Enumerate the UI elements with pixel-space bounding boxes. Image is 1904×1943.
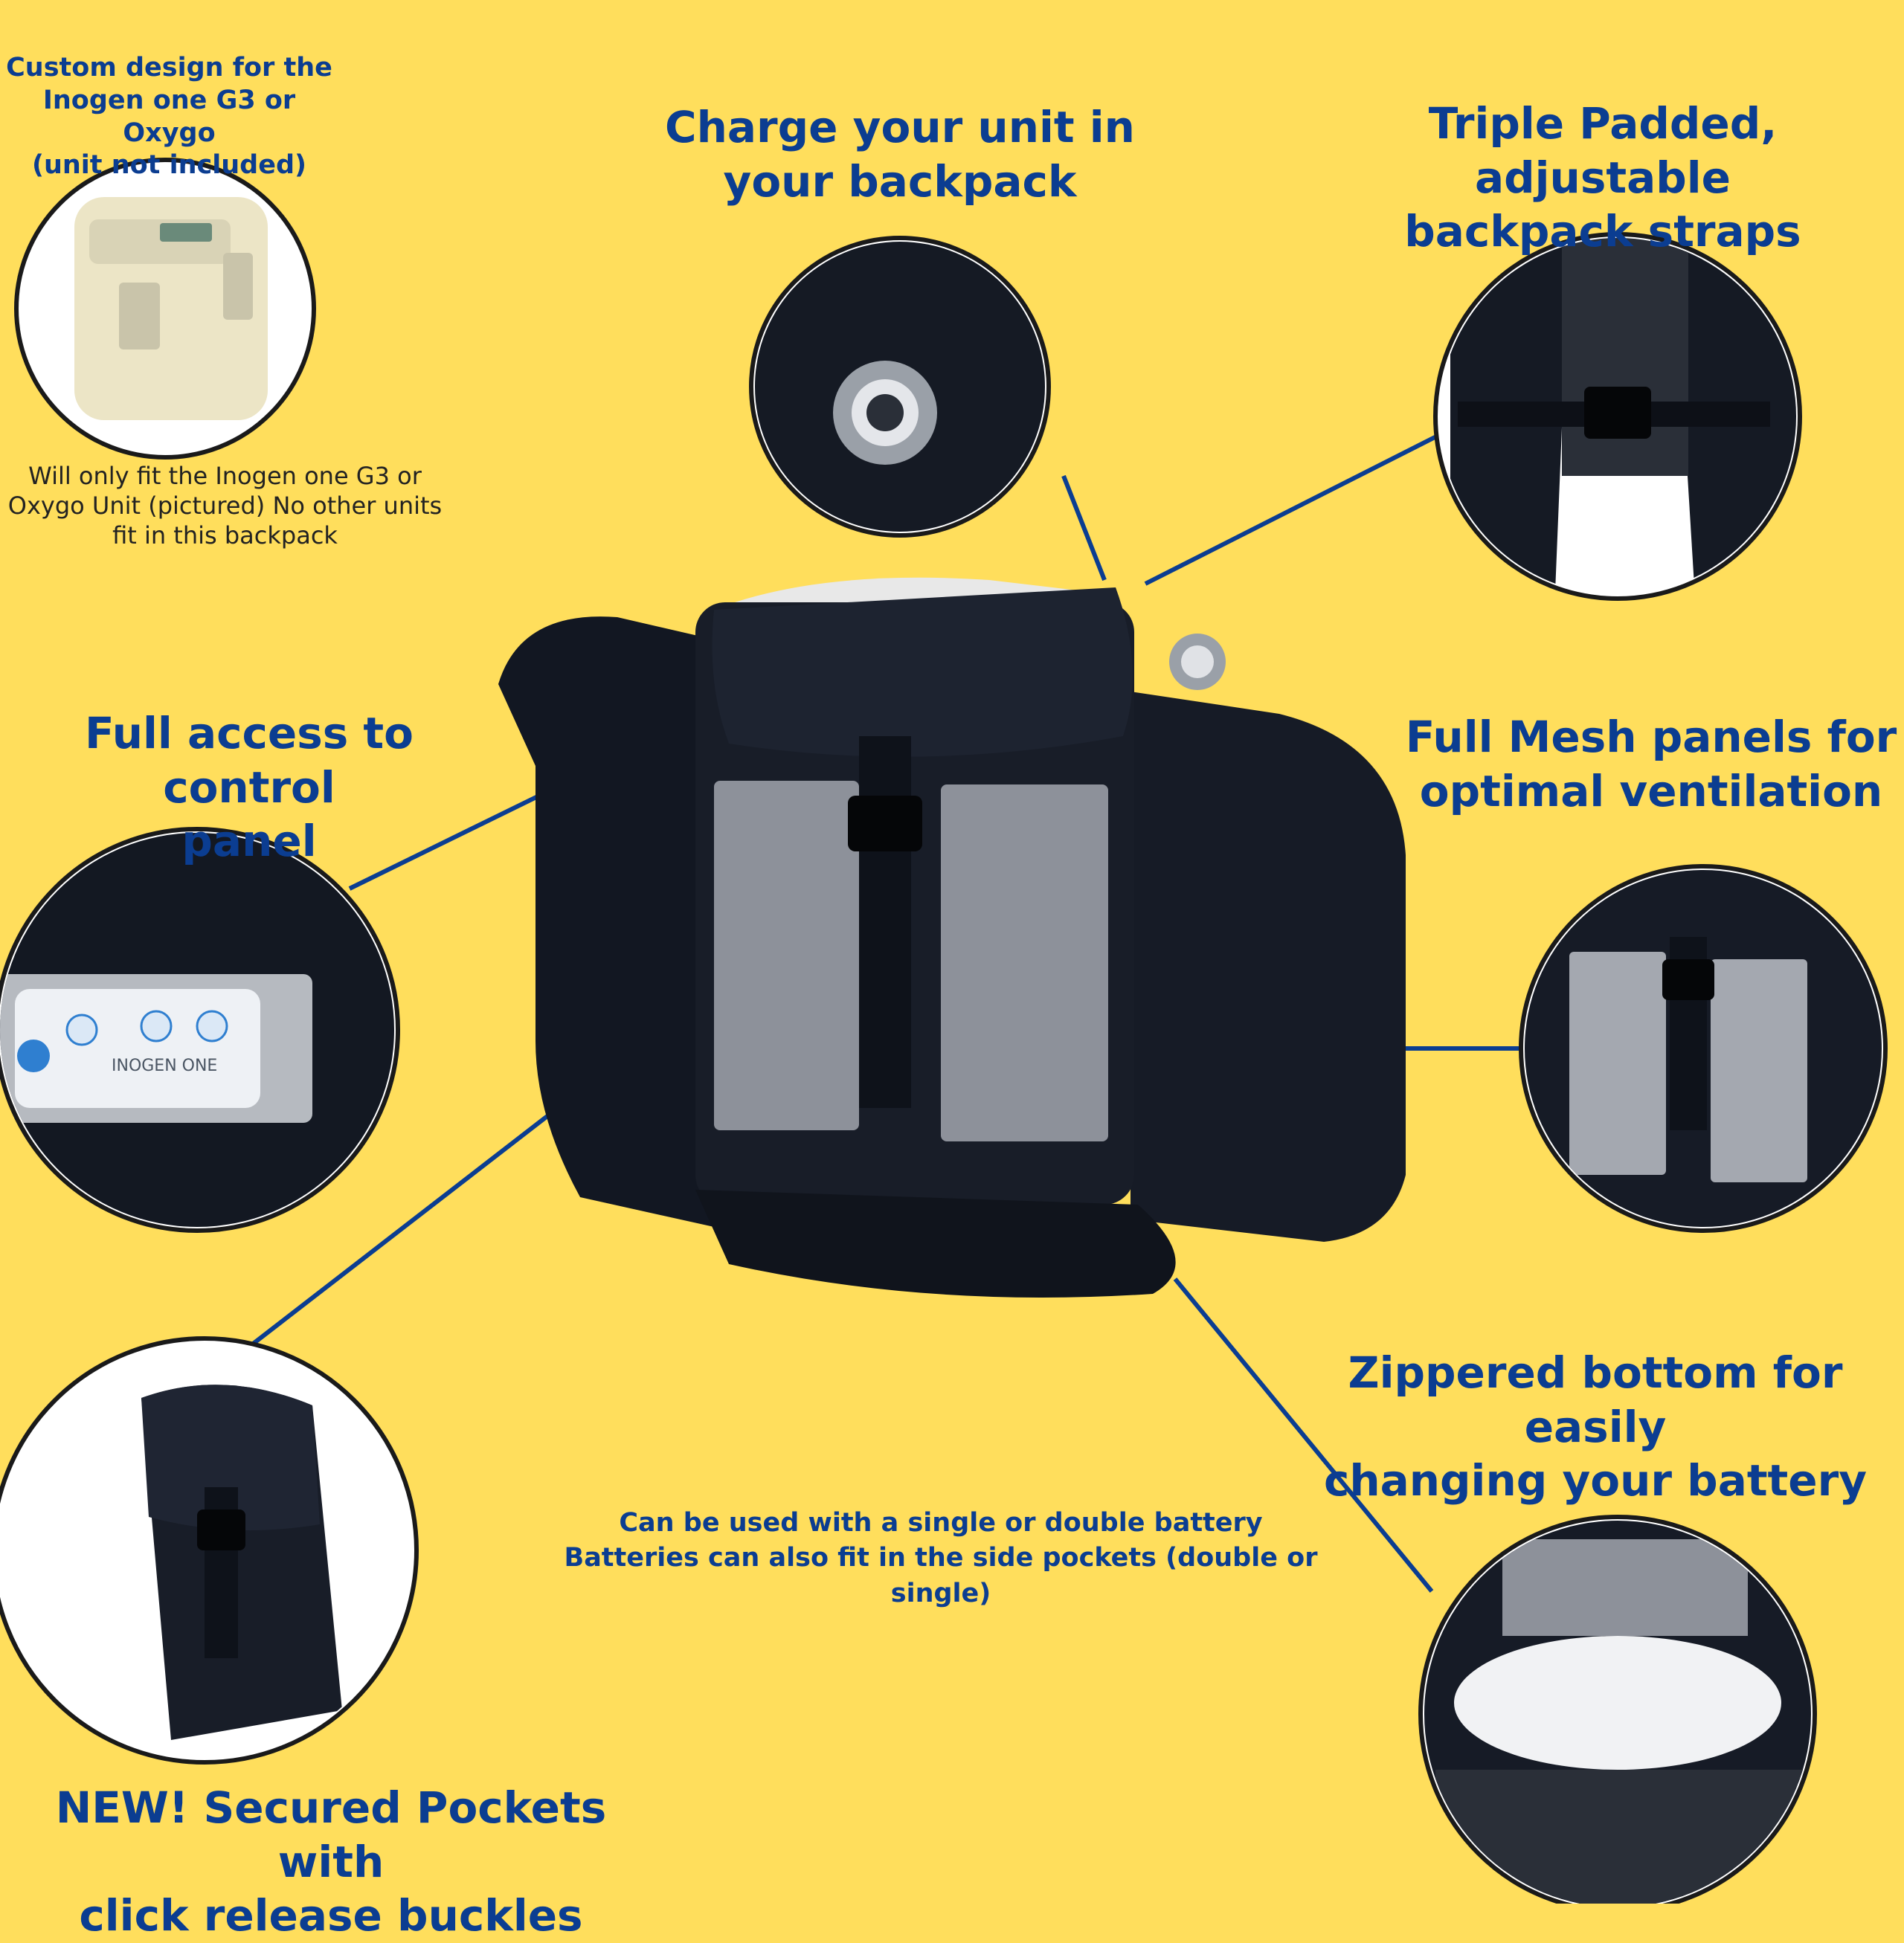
zipper-caption: Zippered bottom for easily changing your…	[1323, 1347, 1868, 1506]
line-charge	[1061, 474, 1107, 581]
panel-brand-text: INOGEN ONE	[112, 1057, 217, 1075]
top-left-note: Will only fit the Inogen one G3 or Oxygo…	[7, 462, 443, 550]
control-caption: Full access to control panel	[84, 708, 414, 866]
pockets-caption: NEW! Secured Pockets with click release …	[55, 1782, 607, 1941]
straps-caption: Triple Padded, adjustable backpack strap…	[1404, 98, 1801, 257]
main-backpack-image	[498, 577, 1406, 1298]
strap-buckle-icon	[1584, 387, 1651, 439]
battery-note: Can be used with a single or double batt…	[564, 1508, 1318, 1608]
line-straps	[1144, 429, 1448, 586]
mesh-caption: Full Mesh panels for optimal ventilation	[1405, 712, 1897, 816]
mesh-panel-left	[714, 781, 859, 1130]
mesh-photo-circle	[1519, 864, 1888, 1233]
zipper-photo-circle	[1418, 1515, 1817, 1904]
charge-caption: Charge your unit in your backpack	[665, 102, 1135, 207]
charge-photo-circle	[749, 236, 1051, 538]
unit-photo-circle	[14, 158, 316, 460]
illustration: INOGEN ONE	[0, 158, 1888, 1904]
mesh-panel-right	[941, 784, 1108, 1141]
pockets-photo-circle	[0, 1336, 419, 1765]
line-zipper	[1173, 1277, 1434, 1593]
control-panel-photo-circle: INOGEN ONE	[0, 827, 400, 1233]
top-left-title: Custom design for the Inogen one G3 or O…	[6, 53, 332, 181]
buckle-icon	[848, 796, 922, 851]
straps-photo-circle	[1433, 232, 1802, 601]
